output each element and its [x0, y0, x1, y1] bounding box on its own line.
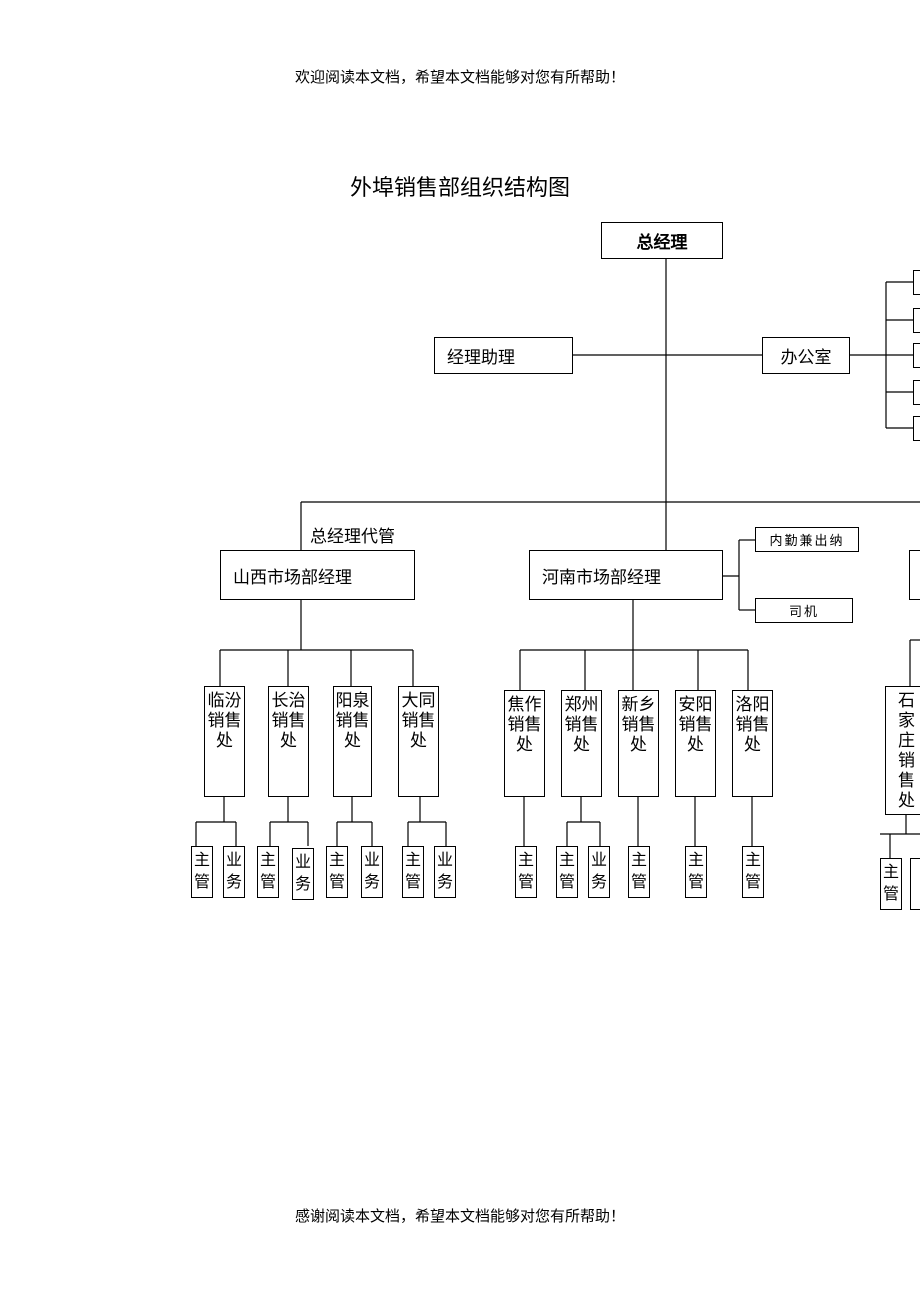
role-supervisor: 主管 — [628, 846, 650, 898]
role-supervisor: 主管 — [880, 858, 902, 910]
office-sub-box — [913, 416, 920, 441]
shanxi-office-linfen: 临汾销售处 — [204, 686, 245, 797]
page-footer: 感谢阅读本文档，希望本文档能够对您有所帮助！ — [294, 1207, 625, 1225]
henan-manager-box: 河南市场部经理 — [529, 550, 723, 600]
general-manager-box: 总经理 — [601, 222, 723, 259]
role-supervisor: 主管 — [257, 846, 279, 898]
assistant-box: 经理助理 — [434, 337, 573, 374]
role-business: 业务 — [434, 846, 456, 898]
role-supervisor: 主管 — [556, 846, 578, 898]
gm-managed-label: 总经理代管 — [310, 527, 395, 547]
role-business: 业务 — [588, 846, 610, 898]
henan-office-luoyang: 洛阳销售处 — [732, 690, 773, 797]
hebei-manager-box — [909, 550, 920, 600]
henan-office-anyang: 安阳销售处 — [675, 690, 716, 797]
role-supervisor: 主管 — [685, 846, 707, 898]
page-title: 外埠销售部组织结构图 — [349, 176, 570, 201]
role-business: 业务 — [223, 846, 245, 898]
hebei-office-shijiazhuang: 石家庄销售处 — [885, 686, 920, 815]
shanxi-office-changzhi: 长治销售处 — [268, 686, 309, 797]
shanxi-office-yangquan: 阳泉销售处 — [333, 686, 372, 797]
page-header: 欢迎阅读本文档，希望本文档能够对您有所帮助！ — [294, 68, 625, 86]
henan-office-jiaozuo: 焦作销售处 — [504, 690, 545, 797]
role-supervisor: 主管 — [191, 846, 213, 898]
office-sub-box — [913, 270, 920, 295]
henan-office-xinxiang: 新乡销售处 — [618, 690, 659, 797]
office-box: 办公室 — [762, 337, 850, 374]
role-supervisor: 主管 — [326, 846, 348, 898]
office-sub-box — [913, 308, 920, 333]
role-supervisor: 主管 — [742, 846, 764, 898]
role-supervisor: 主管 — [515, 846, 537, 898]
henan-office-zhengzhou: 郑州销售处 — [561, 690, 602, 797]
henan-clerk-box: 内勤兼出纳 — [755, 527, 859, 552]
role-business: 业务 — [361, 846, 383, 898]
role-business: 业务 — [292, 848, 314, 900]
office-sub-box — [913, 343, 920, 368]
shanxi-manager-box: 山西市场部经理 — [220, 550, 415, 600]
office-sub-box — [913, 380, 920, 405]
shanxi-office-datong: 大同销售处 — [398, 686, 439, 797]
role-box-partial — [910, 858, 920, 910]
henan-driver-box: 司机 — [755, 598, 853, 623]
role-supervisor: 主管 — [402, 846, 424, 898]
